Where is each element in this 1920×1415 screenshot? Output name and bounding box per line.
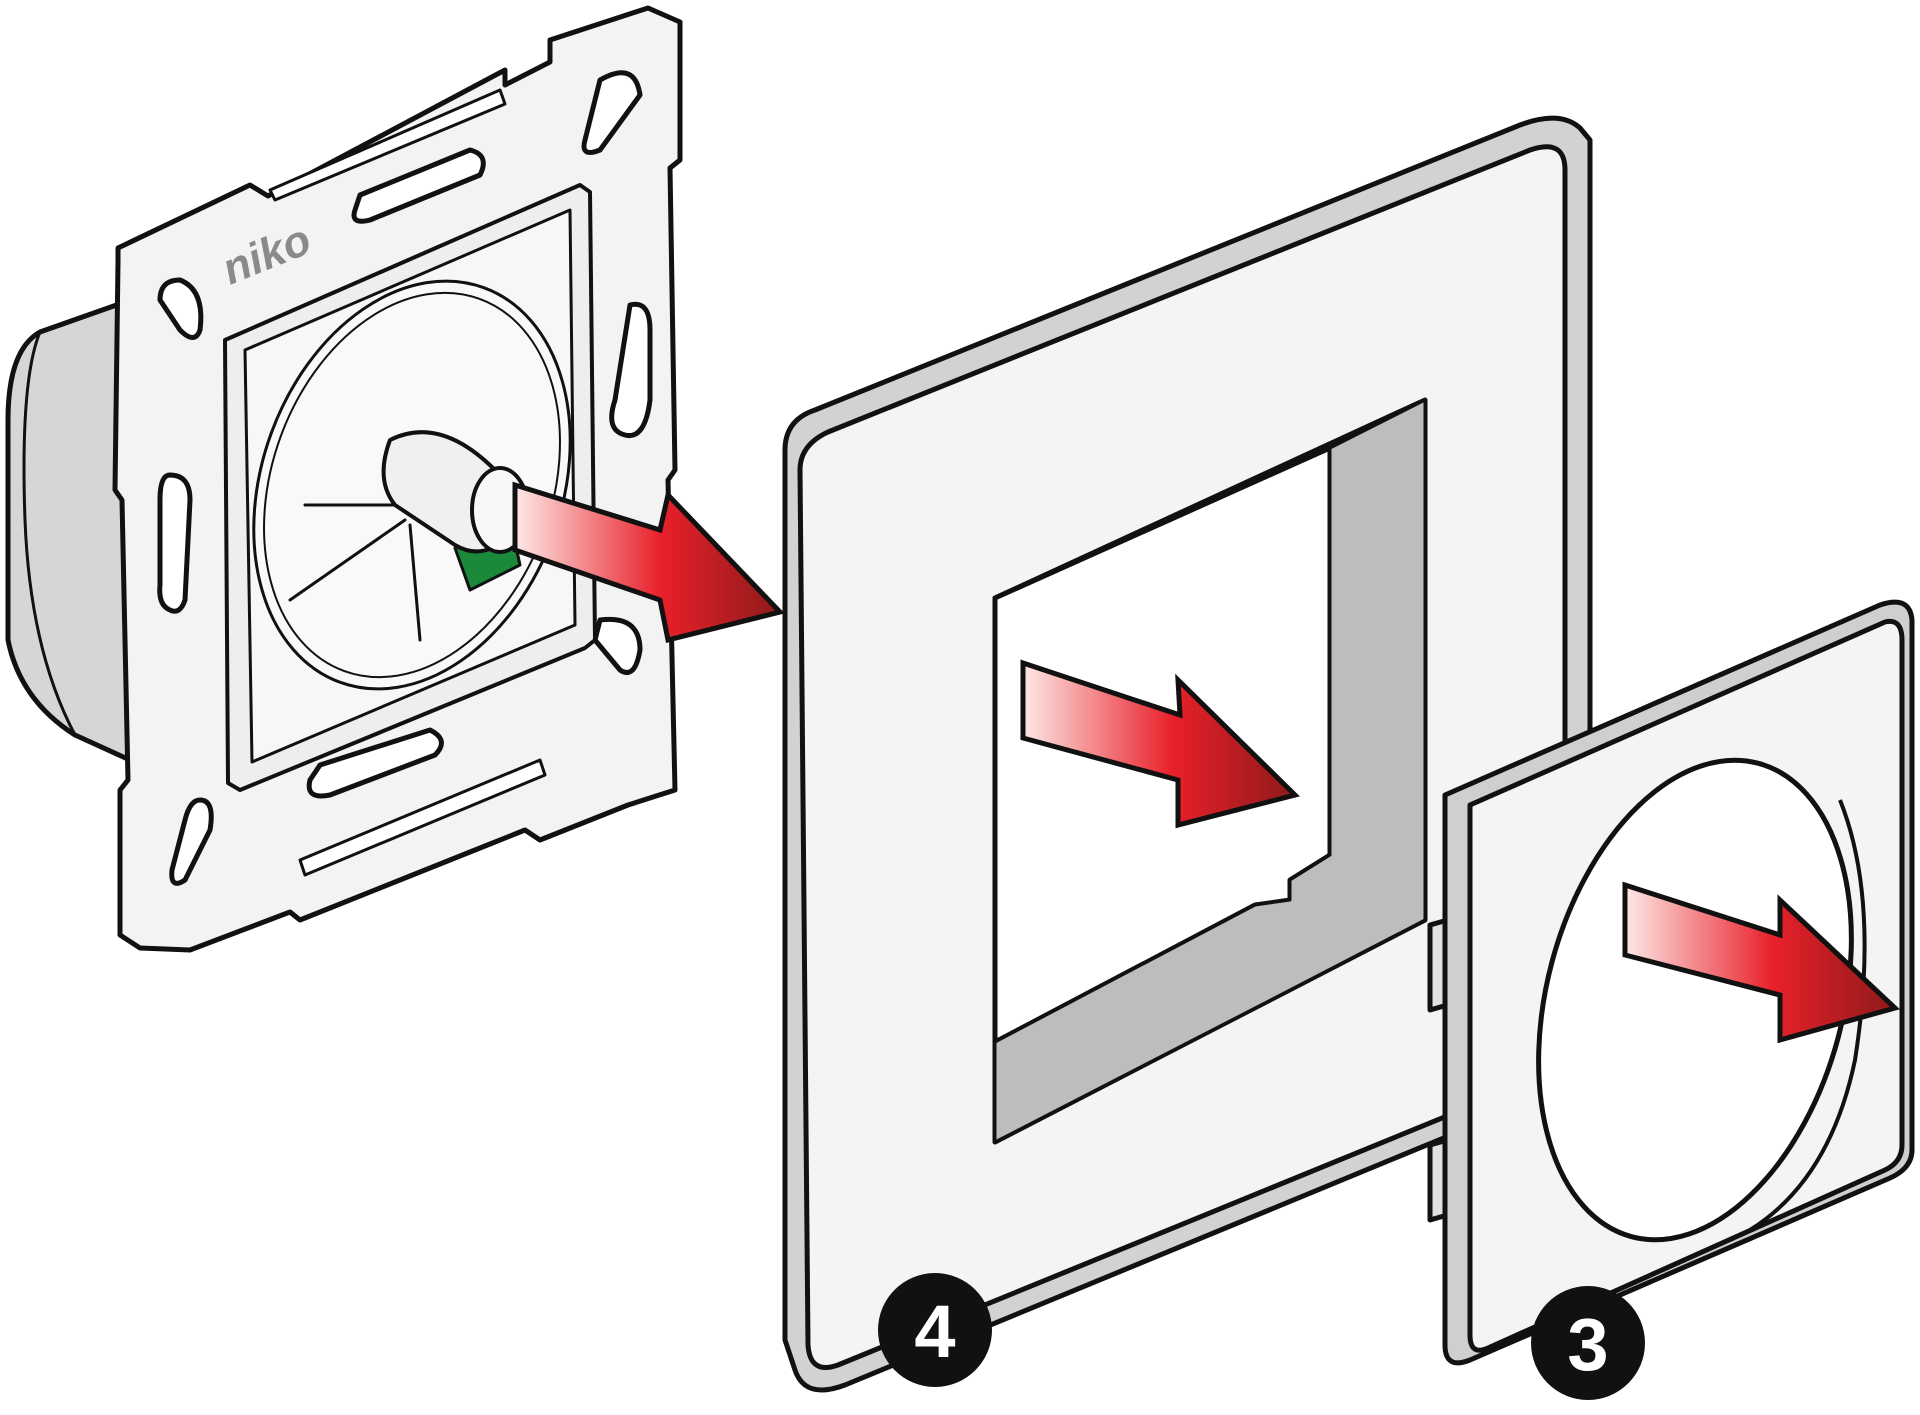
frame-opening-wall [993, 398, 1427, 1144]
mechanism-housing-side [22, 330, 77, 737]
mounting-slot [306, 727, 444, 799]
step-badge-4: 4 [878, 1273, 992, 1387]
cover-opening-rim [1748, 799, 1867, 1232]
step-badge-3: 3 [1531, 1286, 1645, 1400]
mounting-slot [592, 616, 643, 675]
ring-spoke [288, 518, 407, 602]
mounting-slot [351, 147, 486, 224]
mounting-slot [609, 301, 653, 439]
arrow-mechanism-to-frame [512, 481, 785, 644]
mounting-slot [157, 277, 204, 340]
arrow-into-cover [1622, 881, 1900, 1044]
ring-spoke [408, 523, 422, 642]
mounting-slot [581, 70, 643, 155]
dimmer-mechanism: niko [5, 5, 683, 953]
arrow-into-frame [1020, 659, 1300, 829]
plate-rail [298, 758, 547, 877]
cover-plate [1427, 599, 1915, 1366]
plate-rail [268, 88, 507, 202]
step-number: 4 [914, 1290, 955, 1373]
direction-arrows [512, 481, 1900, 1044]
mechanism-housing [5, 299, 133, 763]
step-badge-circle [1531, 1286, 1645, 1400]
mounting-slot [157, 472, 193, 614]
step-number: 3 [1567, 1303, 1608, 1386]
cover-opening [1536, 757, 1854, 1243]
step-badge-circle [878, 1273, 992, 1387]
mounting-slot [169, 797, 214, 886]
